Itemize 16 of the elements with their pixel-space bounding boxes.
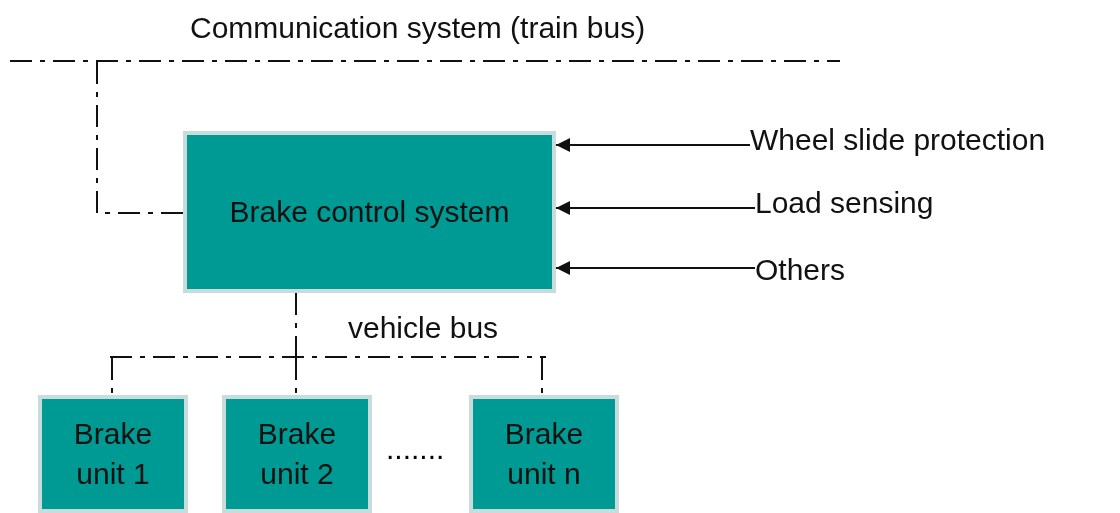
unit-box: Brake unit 2 [222,395,372,513]
input-label: Others [755,250,955,295]
input-label: Wheel slide protection [750,120,1110,165]
ellipsis-label: ....... [386,432,445,466]
unit-box: Brake unit n [469,395,619,513]
connector-line [295,357,297,396]
arrow [555,261,756,275]
connector-line [541,357,543,396]
control-box: Brake control system [183,131,556,293]
connector-line [111,357,113,396]
connector-line [295,292,297,359]
connector-line [96,61,184,214]
arrow [555,138,751,152]
arrow [555,201,756,215]
input-label: Load sensing [755,183,1015,228]
unit-box: Brake unit 1 [38,395,188,513]
